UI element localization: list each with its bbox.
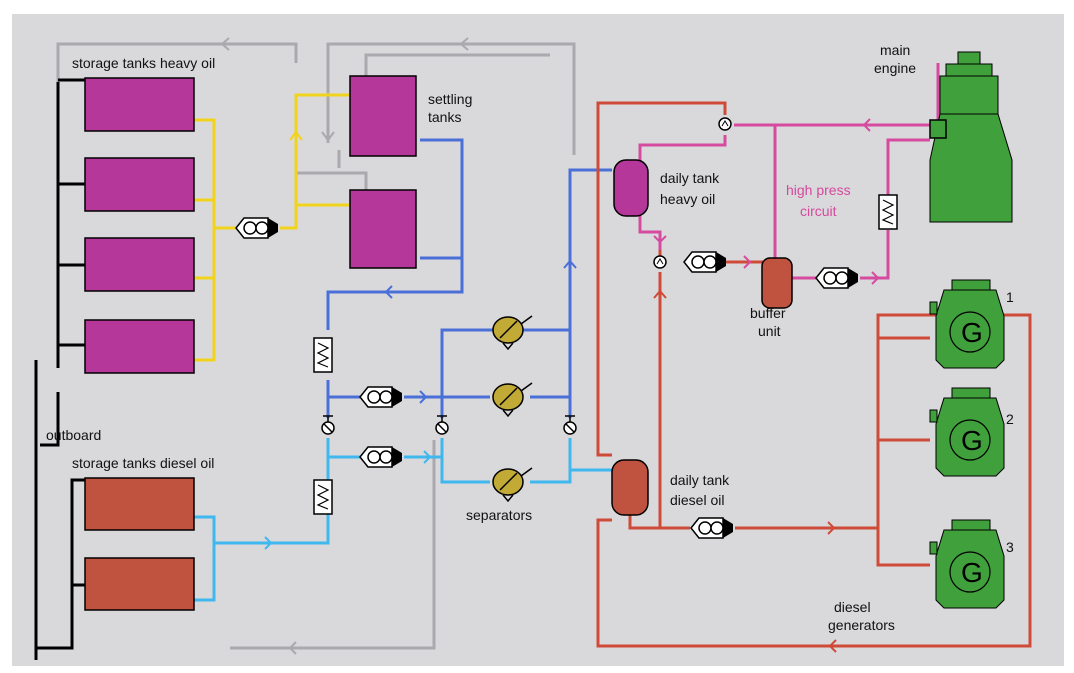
- label-high-press-2: circuit: [800, 203, 837, 219]
- settling-tank-1: [349, 75, 417, 157]
- settling-tanks: [349, 75, 417, 269]
- storage-tanks-diesel-oil: [84, 477, 195, 611]
- heavy-oil-pump-icon: [359, 386, 403, 408]
- heater-icon-2: [313, 479, 333, 515]
- heater-icon-1: [313, 337, 333, 373]
- diesel-supply-pump-icon: [690, 517, 734, 539]
- label-generator-2: 2: [1006, 411, 1014, 427]
- outboard-lines: [34, 78, 85, 660]
- label-diesel-generators-2: generators: [828, 617, 895, 633]
- label-diesel-generators-1: diesel: [834, 599, 871, 615]
- heavy-tank-2: [84, 157, 195, 212]
- label-outboard: outboard: [46, 427, 101, 443]
- heavy-tank-4: [84, 319, 195, 374]
- diesel-oil-lines: [194, 438, 612, 602]
- label-daily-diesel-1: daily tank: [670, 472, 730, 488]
- label-generator-1: 1: [1006, 289, 1014, 305]
- heavy-oil-lines: [326, 138, 612, 418]
- supply-lines: [596, 101, 1032, 648]
- label-main-engine-1: main: [880, 42, 910, 58]
- label-storage-tanks-heavy-oil: storage tanks heavy oil: [72, 55, 215, 71]
- transfer-pump-icon: [235, 217, 279, 239]
- label-buffer-2: unit: [758, 323, 781, 339]
- label-settling-1: settling: [428, 91, 472, 107]
- transfer-lines: [194, 93, 350, 362]
- main-engine-icon: [929, 51, 1013, 223]
- label-buffer-1: buffer: [750, 305, 786, 321]
- daily-tank-diesel-oil: [611, 459, 649, 516]
- label-daily-diesel-2: diesel oil: [670, 492, 724, 508]
- heavy-tank-3: [84, 237, 195, 292]
- daily-tank-heavy-oil: [613, 159, 649, 217]
- storage-tanks-heavy-oil: [84, 77, 195, 374]
- settling-tank-2: [349, 189, 417, 269]
- label-generator-3: 3: [1006, 539, 1014, 555]
- label-main-engine-2: engine: [874, 60, 916, 76]
- label-daily-heavy-2: heavy oil: [660, 191, 715, 207]
- heater-icon-3: [878, 194, 898, 230]
- flow-meter-icon-1: [718, 117, 732, 131]
- label-high-press-1: high press: [786, 182, 851, 198]
- supply-pump-icon: [683, 251, 727, 273]
- diesel-tank-2: [84, 557, 195, 611]
- flow-meter-icon-2: [653, 255, 667, 269]
- diesel-tank-1: [84, 477, 195, 531]
- diesel-oil-pump-icon: [359, 446, 403, 468]
- label-storage-tanks-diesel-oil: storage tanks diesel oil: [72, 455, 214, 471]
- label-daily-heavy-1: daily tank: [660, 170, 720, 186]
- buffer-unit: [761, 257, 793, 309]
- label-settling-2: tanks: [428, 109, 461, 125]
- heavy-tank-1: [84, 77, 195, 132]
- booster-pump-icon: [815, 267, 859, 289]
- label-separators: separators: [466, 507, 532, 523]
- flow-arrows: [220, 37, 880, 655]
